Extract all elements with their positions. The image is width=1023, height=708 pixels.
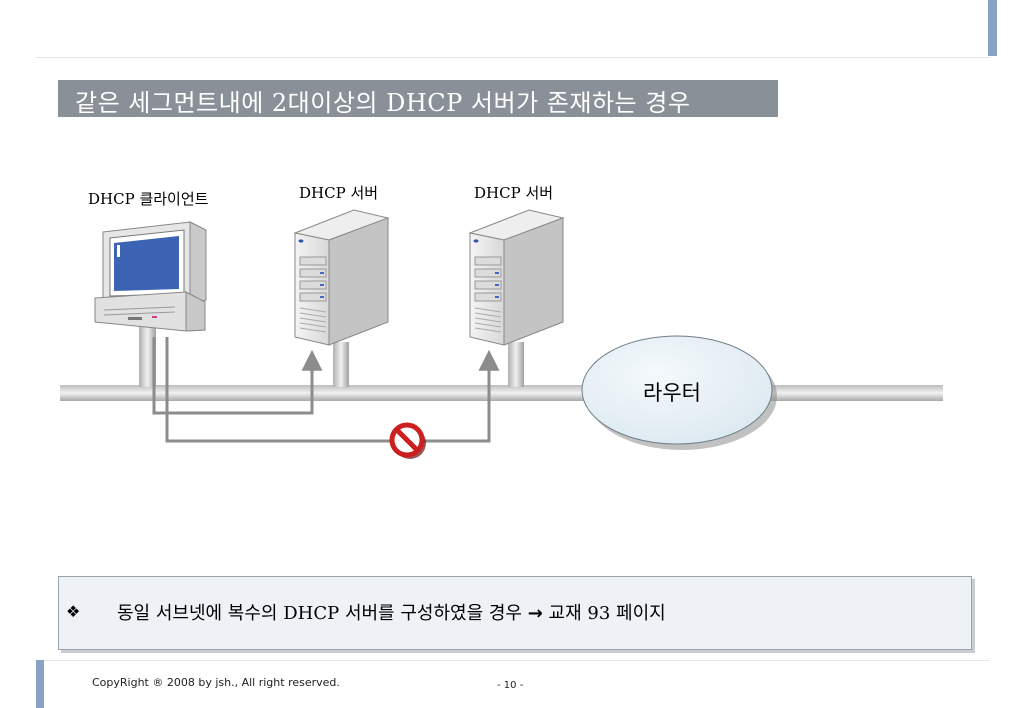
- title-banner: [58, 80, 778, 117]
- client-stem: [139, 325, 156, 387]
- client-to-server1-path: [152, 337, 323, 415]
- copyright-text: CopyRight ® 2008 by jsh., All right rese…: [92, 676, 340, 689]
- client-computer-icon: [94, 221, 207, 332]
- top-accent-bar: [988, 0, 997, 56]
- server2-label: DHCP 서버: [474, 184, 554, 202]
- top-divider: [35, 57, 990, 58]
- page-number: - 10 -: [497, 680, 524, 691]
- server1-label: DHCP 서버: [299, 184, 379, 202]
- server2-stem: [508, 342, 524, 387]
- dhcp-server-1-icon: [293, 209, 390, 346]
- note-bullet-icon: ❖: [66, 602, 81, 621]
- no-entry-icon: [389, 422, 426, 459]
- network-bus: [60, 385, 943, 401]
- router-node: [581, 335, 777, 450]
- note-line: 동일 서브넷에 복수의 DHCP 서버를 구성하였을 경우 → 교재 93 페이…: [117, 599, 666, 625]
- note-text: 동일 서브넷에 복수의 DHCP 서버를 구성하였을 경우: [117, 603, 522, 624]
- network-diagram: [60, 209, 943, 459]
- bottom-accent-bar: [36, 660, 44, 708]
- note-reference: 교재 93 페이지: [548, 603, 666, 624]
- arrow-right-icon: →: [527, 603, 543, 624]
- slide-title: 같은 세그먼트내에 2대이상의 DHCP 서버가 존재하는 경우: [75, 89, 691, 117]
- bottom-divider: [44, 660, 990, 661]
- server1-stem: [333, 342, 349, 387]
- note-box: [58, 576, 972, 650]
- client-label: DHCP 클라이언트: [88, 190, 209, 208]
- router-label: 라우터: [643, 381, 701, 405]
- client-to-server2-path: [165, 337, 500, 443]
- dhcp-server-2-icon: [468, 209, 565, 346]
